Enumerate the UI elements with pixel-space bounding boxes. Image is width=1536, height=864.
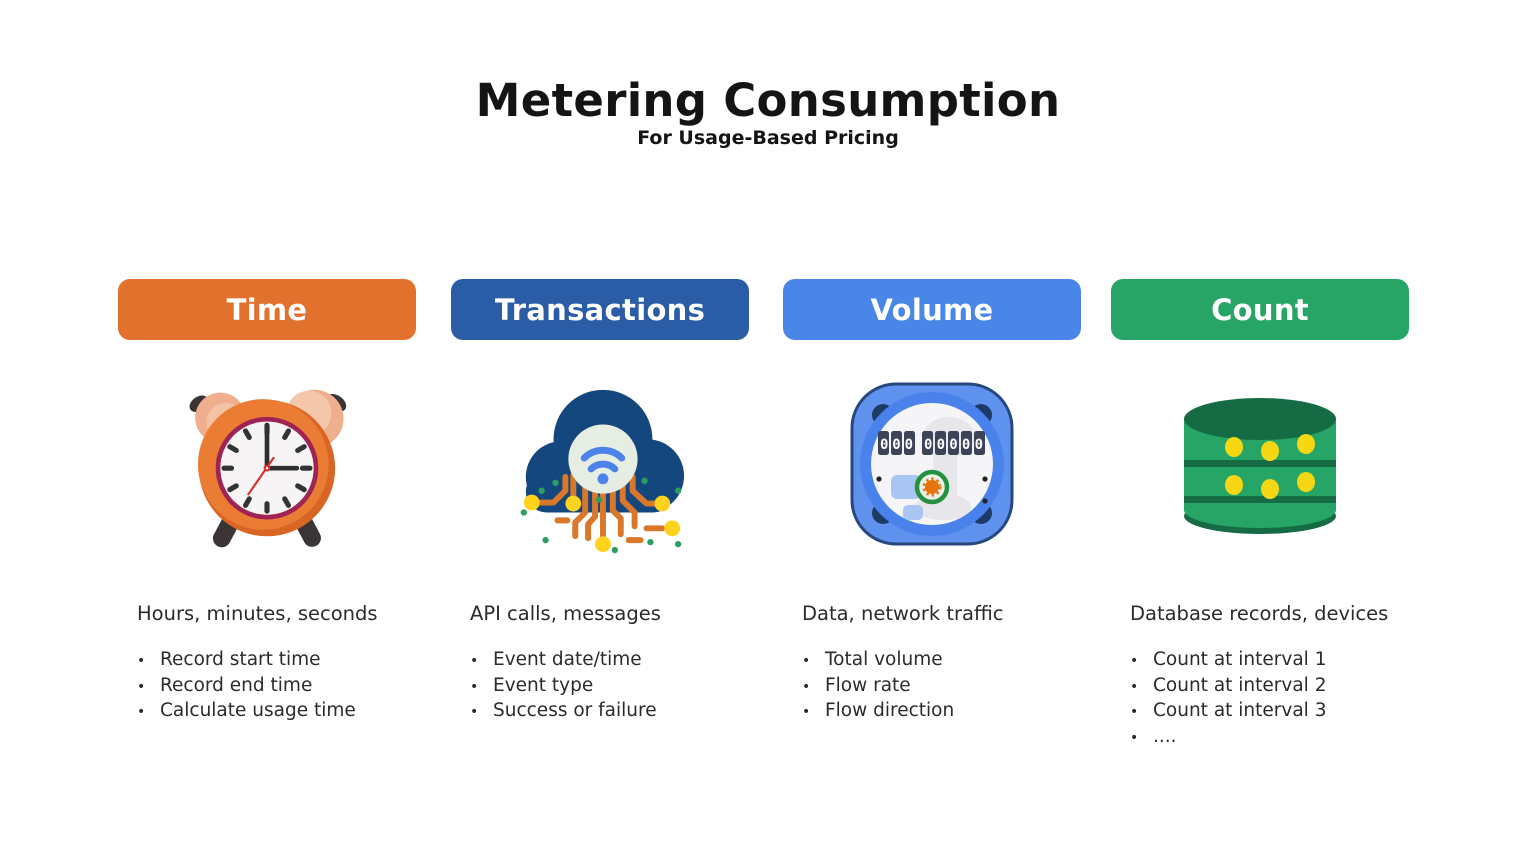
alarm-clock-icon (118, 375, 416, 552)
column-time: Time (118, 279, 416, 725)
list-item: •Count at interval 2 (1130, 674, 1327, 696)
list-item: •Flow rate (802, 674, 911, 696)
count-heading: Database records, devices (1130, 602, 1389, 625)
transactions-heading: API calls, messages (470, 602, 661, 625)
column-volume: Volume (783, 279, 1081, 725)
list-item: •Event date/time (470, 649, 642, 670)
transactions-bullet-list: •Event date/time •Event type •Success or… (470, 648, 745, 725)
volume-heading: Data, network traffic (802, 602, 1004, 625)
list-item: •Record start time (137, 649, 321, 670)
volume-description: Data, network traffic •Total volume •Flo… (783, 602, 1081, 725)
volume-bullet-list: •Total volume •Flow rate •Flow direction (802, 648, 1077, 725)
page-subtitle: For Usage-Based Pricing (637, 127, 899, 149)
list-item: •Count at interval 1 (1130, 649, 1327, 670)
list-item: •Record end time (137, 674, 313, 696)
meter-right-digits: 00000 (924, 437, 983, 453)
column-transactions: Transactions (451, 279, 749, 725)
list-item: •.... (1130, 725, 1177, 747)
list-item: •Total volume (802, 649, 943, 670)
list-item: •Event type (470, 674, 594, 696)
list-item: •Success or failure (470, 700, 657, 721)
count-header: Count (1111, 279, 1409, 340)
time-bullet-list: •Record start time •Record end time •Cal… (137, 648, 412, 725)
meter-left-digits: 000 (880, 437, 913, 453)
list-item: •Flow direction (802, 700, 955, 721)
database-icon (1111, 375, 1409, 552)
cloud-circuit-icon (451, 375, 749, 553)
volume-header: Volume (783, 279, 1081, 340)
list-item: •Calculate usage time (137, 700, 356, 721)
column-count: Count (1111, 279, 1409, 750)
transactions-description: API calls, messages •Event date/time •Ev… (451, 602, 749, 725)
list-item: •Count at interval 3 (1130, 700, 1327, 721)
time-heading: Hours, minutes, seconds (137, 602, 378, 625)
count-description: Database records, devices •Count at inte… (1111, 602, 1409, 750)
transactions-header: Transactions (451, 279, 749, 340)
time-description: Hours, minutes, seconds •Record start ti… (118, 602, 416, 725)
time-header: Time (118, 279, 416, 340)
count-bullet-list: •Count at interval 1 •Count at interval … (1130, 648, 1405, 750)
page-title: Metering Consumption (475, 74, 1061, 127)
water-meter-icon: 000 00000 (783, 375, 1081, 552)
